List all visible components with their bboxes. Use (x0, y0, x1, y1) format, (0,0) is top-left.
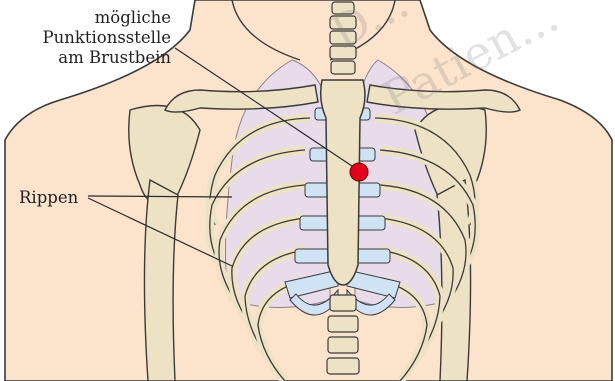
puncture-label-line-3: am Brustbein (40, 48, 171, 68)
ribs-label: Rippen (19, 188, 78, 208)
sternum (321, 80, 365, 285)
puncture-label-line-2: Punktionsstelle (40, 28, 171, 48)
puncture-label-line-1: mögliche (40, 8, 171, 28)
cervical-spine (330, 2, 356, 74)
red-dot-icon (350, 163, 368, 181)
right-humerus (144, 180, 178, 381)
puncture-site-label: mögliche Punktionsstelle am Brustbein (40, 8, 171, 68)
